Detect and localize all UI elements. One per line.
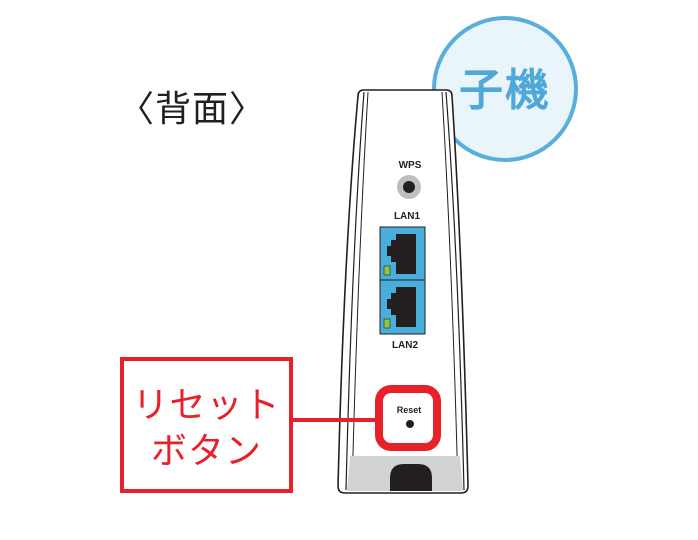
reset-button[interactable] (406, 420, 414, 428)
lan1-port[interactable] (379, 226, 426, 281)
reset-button-callout: リセット ボタン (120, 357, 293, 493)
lan2-led (383, 318, 391, 329)
reset-button-group: Reset (375, 385, 441, 451)
page-title: 〈背面〉 (118, 89, 267, 130)
wps-button-group: WPS (397, 160, 422, 199)
unit-badge-label: 子機 (459, 65, 551, 116)
lan1-led (383, 265, 391, 276)
wps-label: WPS (399, 160, 422, 171)
reset-label: Reset (397, 405, 422, 415)
lan1-label: LAN1 (394, 211, 421, 222)
callout-label: リセット ボタン (124, 383, 289, 475)
lan2-port[interactable] (379, 279, 426, 335)
callout-connector-line (292, 418, 378, 422)
callout-line-1: リセット (132, 385, 281, 426)
callout-line-2: ボタン (150, 431, 262, 472)
unit-badge: 子機 (432, 16, 578, 162)
reset-highlight (375, 385, 441, 451)
lan2-label: LAN2 (392, 340, 419, 351)
